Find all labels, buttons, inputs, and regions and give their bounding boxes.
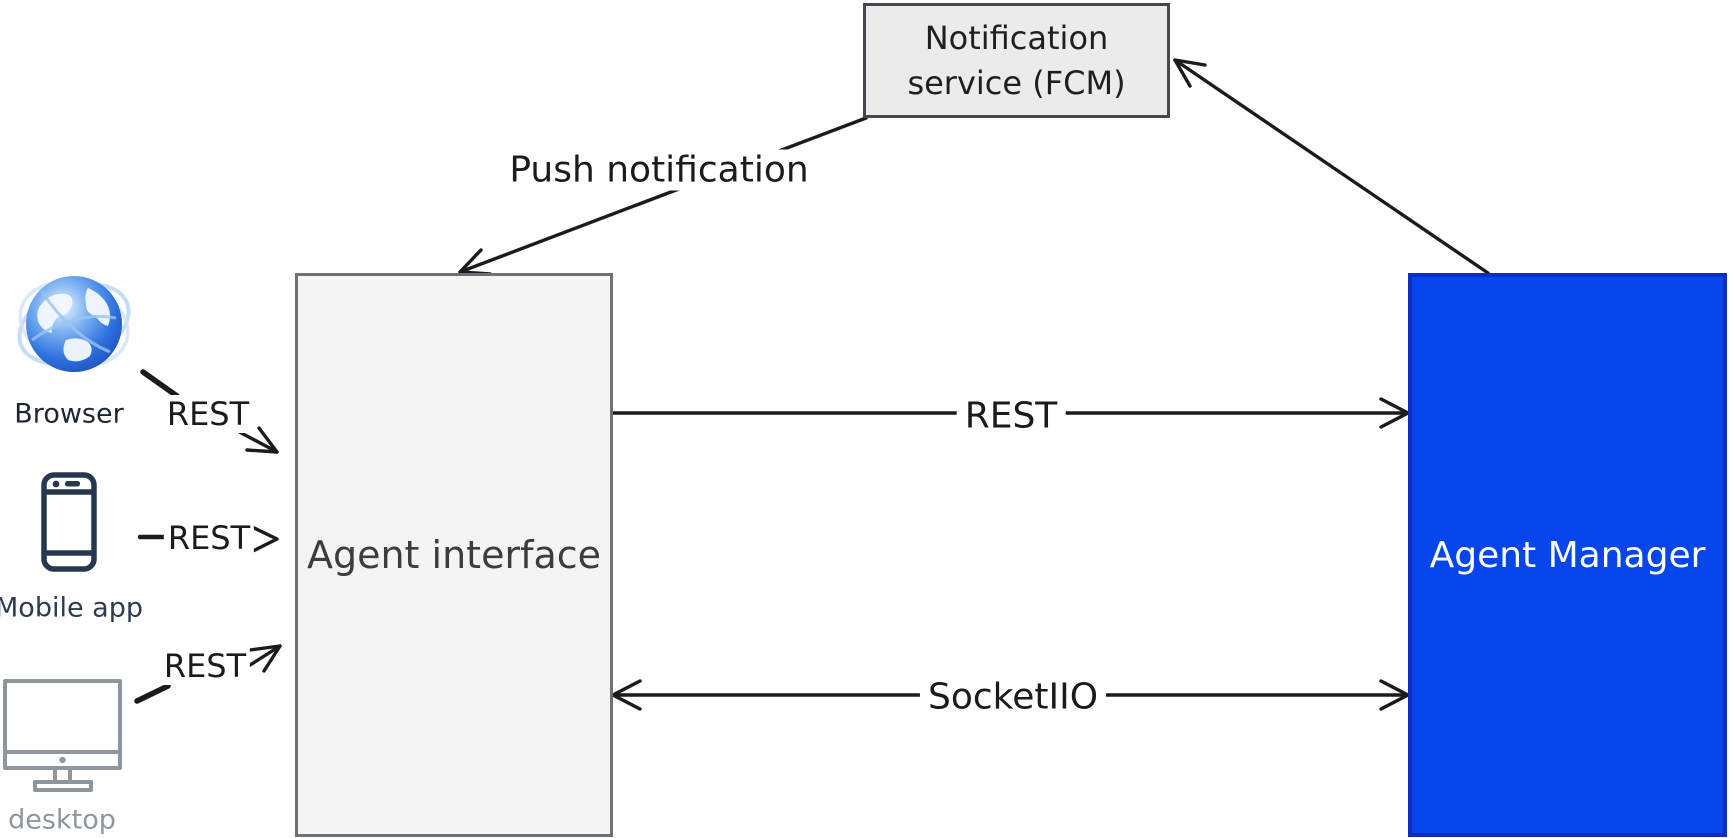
notification-service-label: Notification service (FCM) <box>907 18 1126 102</box>
monitor-icon <box>3 679 122 792</box>
agent-interface-label: Agent interface <box>306 533 602 577</box>
push-notification-label: Push notification <box>501 149 817 191</box>
agent-interface-node: Agent interface <box>295 273 613 837</box>
mobile-rest-label: REST <box>163 519 255 557</box>
smartphone-icon <box>41 472 97 572</box>
browser-rest-label: REST <box>162 395 254 433</box>
rest-main-label: REST <box>956 395 1066 437</box>
desktop-rest-label: REST <box>159 647 251 685</box>
push-notification-arrow <box>458 116 868 276</box>
desktop-rest-arrow <box>134 644 282 704</box>
mobile-device-label: Mobile app <box>0 592 143 624</box>
browser-device-label: Browser <box>14 398 124 430</box>
desktop-device-label: desktop <box>8 804 116 836</box>
notification-service-node: Notification service (FCM) <box>863 3 1170 118</box>
manager-to-fcm-arrow <box>1173 58 1490 275</box>
socketio-label: SocketIIO <box>919 676 1107 718</box>
globe-icon <box>17 276 131 372</box>
agent-manager-node: Agent Manager <box>1408 273 1727 837</box>
agent-manager-label: Agent Manager <box>1429 534 1706 576</box>
